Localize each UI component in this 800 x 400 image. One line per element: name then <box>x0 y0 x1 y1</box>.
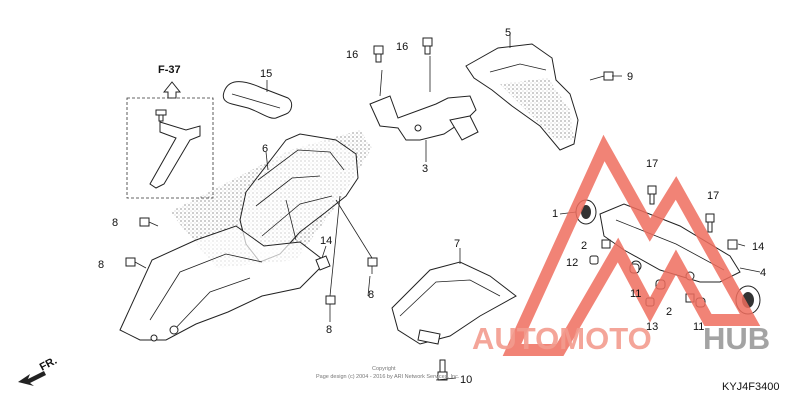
bolt-9 <box>589 71 614 81</box>
callout-10: 10 <box>460 374 472 386</box>
callout-6: 7 <box>454 238 460 250</box>
reference-inset: F-37 <box>126 64 214 199</box>
ref-label: F-37 <box>158 64 181 76</box>
callout-5: 6 <box>262 143 268 155</box>
nut-13 <box>727 239 738 250</box>
collar-14-a <box>589 255 599 265</box>
callout-15: 15 <box>260 68 272 80</box>
callout-labels: 15 6 16 16 5 9 3 8 8 14 7 8 8 10 1 17 17… <box>98 27 766 386</box>
part-15-strap <box>222 81 293 119</box>
callout-17-b: 17 <box>707 190 719 202</box>
callout-4: 5 <box>505 27 511 39</box>
callout-14-a: 12 <box>566 257 578 269</box>
triangle-logo-icon <box>502 134 761 356</box>
screw-17-a <box>647 185 657 205</box>
callout-1: 1 <box>552 208 558 220</box>
watermark-logo <box>502 134 761 356</box>
callout-8-d: 8 <box>326 324 332 336</box>
callout-12: 14 <box>320 235 332 247</box>
callout-9: 9 <box>627 71 633 83</box>
callout-13: 14 <box>752 241 764 253</box>
callout-16-a: 16 <box>346 49 358 61</box>
callout-8-c: 8 <box>368 289 374 301</box>
callout-8-b: 8 <box>98 259 104 271</box>
callout-2-a: 2 <box>581 240 587 252</box>
part-4-cover <box>465 43 579 151</box>
watermark-text-main: AUTOMOTO <box>472 321 652 356</box>
part-6-tray <box>391 261 517 345</box>
bolt-8-a <box>139 217 159 227</box>
inset-dashed-box <box>126 97 214 199</box>
bolt-8-d <box>367 257 378 274</box>
nut-2-a <box>601 239 611 249</box>
callout-11-a: 11 <box>630 288 641 300</box>
bolt-8-b <box>125 257 147 269</box>
bolt-16-a <box>373 45 384 63</box>
callout-14-b: 13 <box>646 321 658 333</box>
direction-arrow-icon <box>18 371 46 386</box>
callout-16-b: 16 <box>396 41 408 53</box>
part-3-bracket <box>369 56 479 141</box>
callout-17-a: 17 <box>646 158 658 170</box>
copyright-title: Copyright <box>372 366 396 372</box>
part-fender-lower <box>119 225 327 342</box>
callout-8-a: 8 <box>112 217 118 229</box>
up-arrow-icon <box>162 81 182 99</box>
direction-label: FR. <box>38 355 59 374</box>
copyright-text: Page design (c) 2004 - 2016 by ARI Netwo… <box>316 374 460 380</box>
bolt-16-b <box>422 37 433 55</box>
front-direction-indicator: FR. <box>18 355 59 386</box>
callout-2-b: 2 <box>666 306 672 318</box>
watermark-text-accent: HUB <box>703 321 770 356</box>
callout-7: 4 <box>760 267 766 279</box>
diagram-code: KYJ4F3400 <box>722 381 779 393</box>
callout-3: 3 <box>422 163 428 175</box>
inset-bolt <box>155 109 167 122</box>
screw-17-b <box>705 213 715 233</box>
bolt-10 <box>437 359 448 381</box>
part-12-clip <box>315 255 331 271</box>
inset-bracket <box>149 121 201 189</box>
callout-11-b: 11 <box>693 321 704 333</box>
bolt-8-c <box>325 295 336 312</box>
